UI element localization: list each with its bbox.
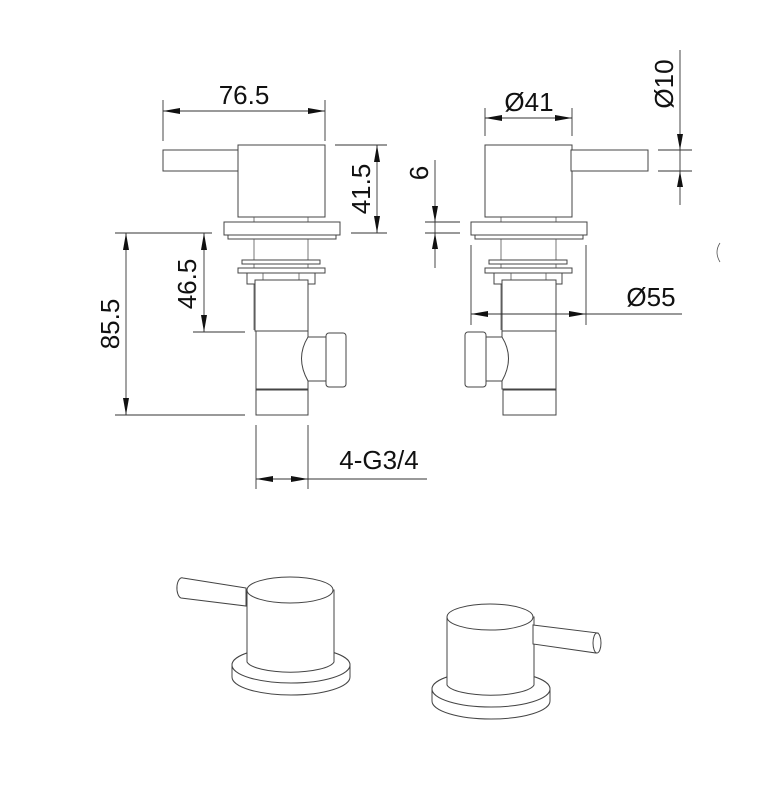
dim-label-41-5: 41.5 <box>346 164 376 215</box>
dim-label-46-5: 46.5 <box>172 259 202 310</box>
right-handle-body <box>484 144 573 218</box>
stray-arc-mark <box>716 242 721 263</box>
isometric-right-handle <box>431 603 602 720</box>
dim-label-85-5: 85.5 <box>95 299 125 350</box>
dim-overall-width: 76.5 <box>162 80 326 141</box>
dim-lever-diameter: Ø10 <box>649 50 692 205</box>
left-flange <box>223 221 341 236</box>
left-thread-tail <box>255 389 309 416</box>
dim-flange-diameter: Ø55 <box>470 245 682 325</box>
isometric-left-handle <box>176 576 351 696</box>
dim-label-thread: 4-G3/4 <box>339 445 419 475</box>
right-valve-side-view <box>464 144 649 416</box>
dim-handle-height: 41.5 <box>335 144 387 234</box>
left-valve-side-view <box>162 144 347 416</box>
dim-label-6: 6 <box>404 166 434 180</box>
dim-label-o55: Ø55 <box>626 282 675 312</box>
dim-body-height: 85.5 <box>95 232 245 416</box>
right-flange <box>470 221 588 236</box>
dim-upper-body-height: 46.5 <box>172 233 245 333</box>
dim-label-o10: Ø10 <box>649 59 679 108</box>
left-lever <box>162 149 240 172</box>
right-lever <box>570 149 649 172</box>
dim-thread: 4-G3/4 <box>255 425 427 489</box>
dim-label-o41: Ø41 <box>504 87 553 117</box>
dim-flange-thickness: 6 <box>404 160 460 268</box>
dim-label-76-5: 76.5 <box>219 80 270 110</box>
right-thread-tail <box>502 389 557 416</box>
left-handle-body <box>237 144 326 218</box>
dim-handle-diameter: Ø41 <box>484 87 573 136</box>
